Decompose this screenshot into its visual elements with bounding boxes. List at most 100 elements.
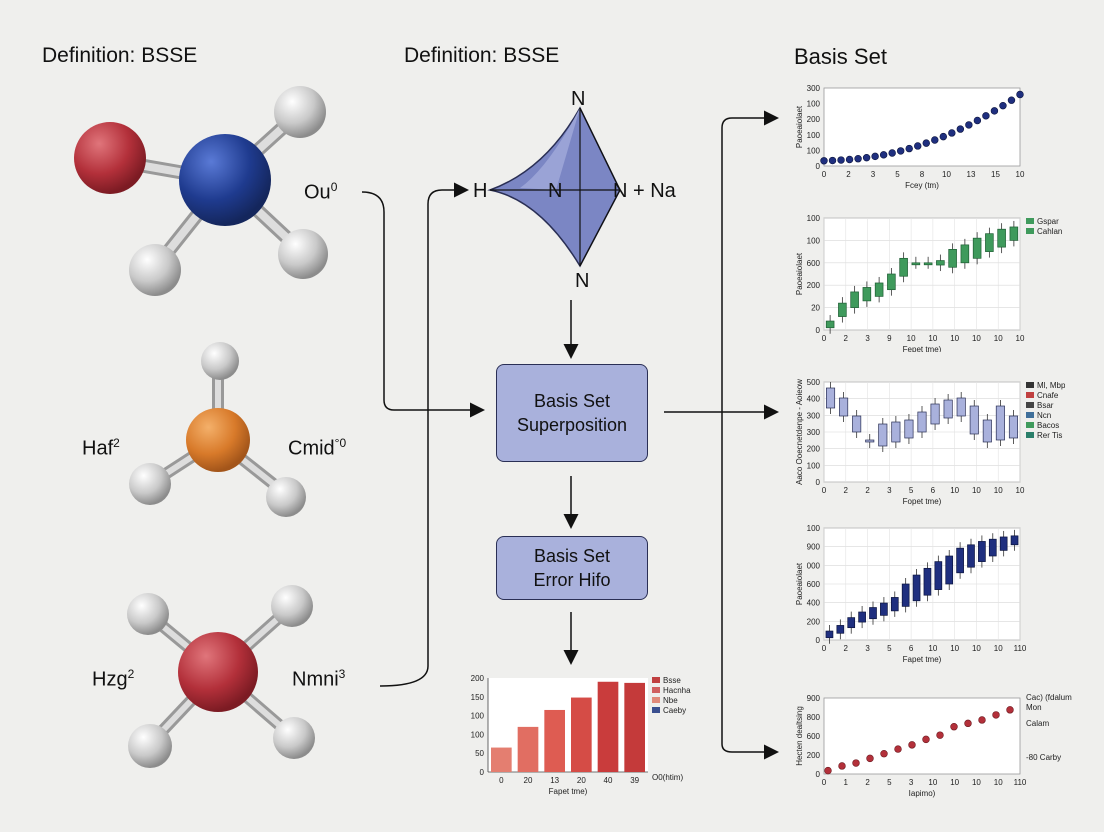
data-point xyxy=(922,139,930,147)
y-tick-label: 400 xyxy=(807,599,821,608)
data-point xyxy=(828,156,837,165)
candle-body xyxy=(982,419,992,443)
legend-entry: Ml, Mbpy xyxy=(1037,381,1065,390)
candle-body xyxy=(988,538,997,557)
tetra-label-right: N + Na xyxy=(613,180,676,202)
candle-body xyxy=(943,399,953,419)
middle-heading: Definition: BSSE xyxy=(404,44,560,67)
y-tick-label: 100 xyxy=(807,214,821,223)
x-tick-label: 10 xyxy=(950,334,959,343)
data-point xyxy=(950,723,958,731)
molecule-1-label: Ou0 xyxy=(304,180,338,204)
x-tick-label: 10 xyxy=(950,778,959,787)
y-tick-label: 100 xyxy=(807,524,821,533)
candle-body xyxy=(923,262,933,266)
legend-entry: Caeby xyxy=(663,706,686,715)
y-tick-label: 900 xyxy=(807,694,821,703)
data-point xyxy=(862,153,871,162)
x-tick-label: 10 xyxy=(928,334,937,343)
data-point xyxy=(965,121,973,129)
molecule-3-right-label: Nmni3 xyxy=(292,667,346,691)
data-point xyxy=(931,136,939,144)
candle-body xyxy=(912,574,921,602)
x-tick-label: 10 xyxy=(1016,170,1025,179)
tetra-label-left: H xyxy=(473,180,488,202)
legend-swatch xyxy=(1026,392,1034,398)
candle-body xyxy=(930,403,940,425)
y-tick-label: 100 xyxy=(807,146,821,155)
x-tick-label: 3 xyxy=(865,334,870,343)
x-tick-label: 13 xyxy=(550,776,559,785)
data-point xyxy=(854,155,862,163)
candle-body xyxy=(997,228,1006,248)
legend-swatch xyxy=(1026,402,1034,408)
legend-swatch xyxy=(1026,432,1034,438)
y-tick-label: 100 xyxy=(471,730,485,739)
candle-body xyxy=(936,260,945,266)
y-axis-label: Hecten dealtsing xyxy=(795,706,804,766)
left-heading: Definition: BSSE xyxy=(42,44,198,67)
y-tick-label: 200 xyxy=(807,751,821,760)
x-tick-label: 0 xyxy=(499,776,504,785)
y-axis-label: Aaco Ooecnetdenpe - Aoieow xyxy=(795,379,804,485)
data-point xyxy=(908,741,916,749)
bar xyxy=(571,697,592,772)
candle-body xyxy=(904,419,914,439)
legend-swatch xyxy=(652,707,660,713)
x-tick-label: 9 xyxy=(887,334,892,343)
data-point xyxy=(964,719,972,728)
x-tick-label: 3 xyxy=(887,486,892,495)
candle-body xyxy=(826,387,836,409)
candle-body xyxy=(887,273,896,291)
legend-swatch xyxy=(652,687,660,693)
legend-entry: Gspar xyxy=(1037,217,1059,226)
data-point xyxy=(973,116,982,125)
data-point xyxy=(866,754,874,763)
candle-body xyxy=(901,583,910,607)
y-tick-label: 50 xyxy=(475,749,484,758)
x-tick-label: 10 xyxy=(907,334,916,343)
y-tick-label: 300 xyxy=(807,84,821,93)
y-tick-label: 150 xyxy=(471,693,485,702)
molecule-2-right-label: Cmid°0 xyxy=(288,436,347,460)
data-point xyxy=(845,155,854,164)
candle-body xyxy=(839,397,849,417)
x-tick-label: 10 xyxy=(994,334,1003,343)
data-point xyxy=(956,125,965,133)
candle-body xyxy=(1010,535,1019,546)
candle-body xyxy=(847,617,856,629)
x-tick-label: 2 xyxy=(846,170,851,179)
x-tick-label: 110 xyxy=(1014,778,1027,787)
atom-grey xyxy=(278,229,328,279)
x-tick-label: 10 xyxy=(972,644,981,653)
candle-body xyxy=(911,262,921,266)
data-point xyxy=(1006,706,1014,714)
y-tick-label: 300 xyxy=(807,411,821,420)
legend-swatch xyxy=(1026,382,1034,388)
molecule-2-left-label: Haf2 xyxy=(82,436,120,460)
y-tick-label: 600 xyxy=(807,259,821,268)
legend-entry: Hacnha xyxy=(663,686,691,695)
x-tick-label: 3 xyxy=(909,778,914,787)
x-tick-label: 0 xyxy=(822,170,827,179)
x-tick-label: 40 xyxy=(604,776,613,785)
data-point xyxy=(992,711,1000,719)
legend-swatch xyxy=(1026,218,1034,224)
x-axis-label: Fopet tme) xyxy=(903,497,942,506)
y-axis-label: Paoeaiolaet xyxy=(795,105,804,148)
x-tick-label: 0 xyxy=(822,778,827,787)
y-tick-label: 0 xyxy=(816,770,821,779)
legend-swatch xyxy=(1026,412,1034,418)
legend-entry: Rer Tis xyxy=(1037,431,1062,440)
tetra-shape xyxy=(487,106,621,268)
legend-entry: Cahlan xyxy=(1037,227,1062,236)
candle-body xyxy=(850,291,859,308)
molecule-3 xyxy=(127,585,315,768)
x-tick-label: 3 xyxy=(871,170,876,179)
x-tick-label: 10 xyxy=(1016,334,1025,343)
candle-body xyxy=(880,602,888,616)
